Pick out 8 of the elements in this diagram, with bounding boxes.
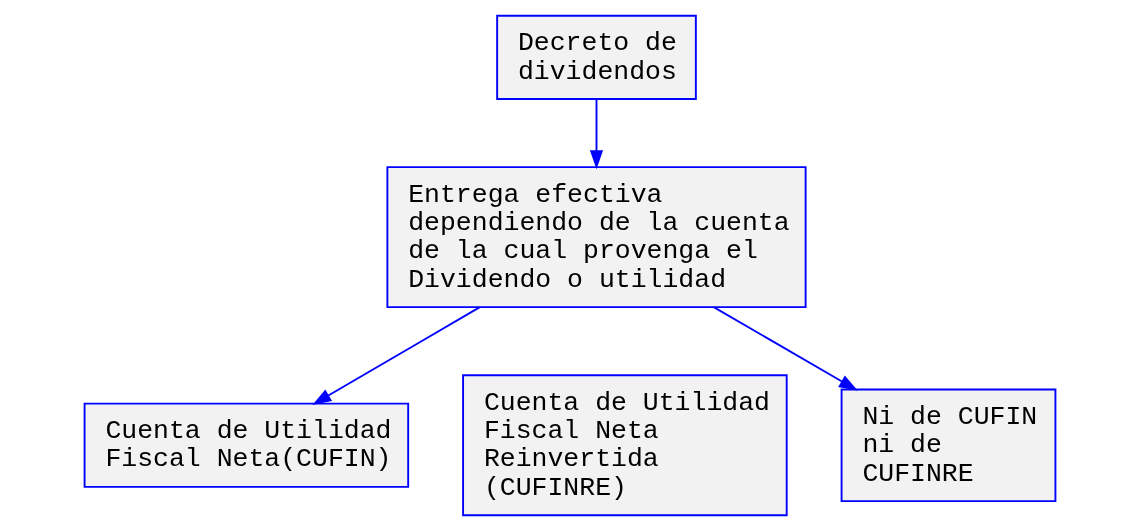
node-box: Cuenta de Utilidad Fiscal Neta Reinvertida (CUFINRE) [462, 374, 788, 517]
node-box: Ni de CUFIN ni de CUFINRE [840, 388, 1057, 503]
node-box: Entrega efectiva dependiendo de la cuenta de la cual provenga el Dividendo o utilidad [386, 166, 807, 309]
node-box: Cuenta de Utilidad Fiscal Neta(CUFIN) [83, 402, 410, 488]
node-box: Decreto de dividendos [496, 14, 697, 100]
arrow [713, 306, 858, 391]
arrow [589, 98, 604, 170]
arrow [312, 306, 481, 405]
